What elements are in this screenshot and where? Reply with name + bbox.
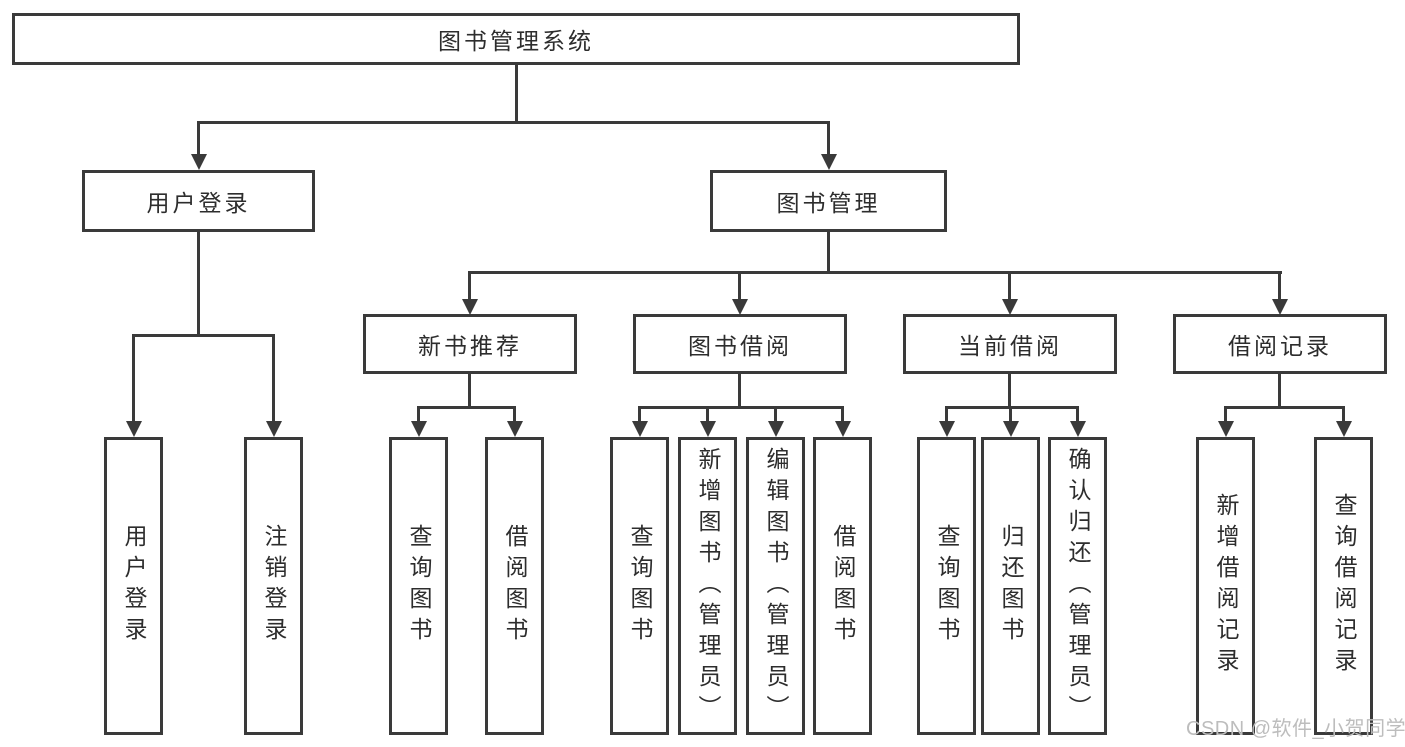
leaf-borrow-book-recommend: 借阅图书 xyxy=(485,437,544,735)
arrow-to-user-login xyxy=(197,121,200,154)
leaf-query-borrow-record-label: 查询借阅记录 xyxy=(1331,493,1357,679)
leaf-user-login-label: 用户登录 xyxy=(121,524,147,648)
node-user-login: 用户登录 xyxy=(82,170,315,232)
leaf-query-borrow-record: 查询借阅记录 xyxy=(1314,437,1373,735)
connector-new-book-recommend-stem xyxy=(468,373,471,409)
connector-user-login-hline xyxy=(132,334,275,337)
node-root: 图书管理系统 xyxy=(12,13,1020,65)
leaf-add-book-admin-label: 新增图书（管理员） xyxy=(695,446,721,726)
leaf-user-login: 用户登录 xyxy=(104,437,163,735)
arrow-to-leaf-user-login xyxy=(132,334,135,421)
connector-root-stem xyxy=(515,64,518,124)
node-user-login-label: 用户登录 xyxy=(146,190,251,216)
leaf-add-book-admin: 新增图书（管理员） xyxy=(678,437,737,735)
arrow-leaf xyxy=(417,406,420,421)
node-book-management: 图书管理 xyxy=(710,170,947,232)
connector-root-hline xyxy=(197,121,830,124)
node-current-borrow: 当前借阅 xyxy=(903,314,1117,374)
node-new-book-recommend: 新书推荐 xyxy=(363,314,577,374)
arrow-leaf xyxy=(638,406,641,421)
arrow-to-book-management xyxy=(827,121,830,154)
leaf-borrow-book-label: 借阅图书 xyxy=(830,524,856,648)
leaf-edit-book-admin: 编辑图书（管理员） xyxy=(746,437,805,735)
arrow-leaf xyxy=(1224,406,1227,421)
arrow-leaf xyxy=(1342,406,1345,421)
arrow-leaf xyxy=(774,406,777,421)
connector-book-borrow-hline xyxy=(638,406,843,409)
arrow-leaf xyxy=(841,406,844,421)
leaf-query-book-label: 查询图书 xyxy=(934,524,960,648)
csdn-watermark: CSDN @软件_小贺同学 xyxy=(1186,718,1405,740)
connector-borrow-record-stem xyxy=(1278,373,1281,409)
leaf-query-book-recommend: 查询图书 xyxy=(389,437,448,735)
arrow-to-borrow-record xyxy=(1278,271,1281,299)
connector-current-borrow-stem xyxy=(1008,373,1011,409)
leaf-borrow-book: 借阅图书 xyxy=(813,437,872,735)
connector-new-book-recommend-hline xyxy=(417,406,516,409)
leaf-query-book-borrow: 查询图书 xyxy=(610,437,669,735)
leaf-logout: 注销登录 xyxy=(244,437,303,735)
leaf-add-borrow-record: 新增借阅记录 xyxy=(1196,437,1255,735)
node-borrow-record-label: 借阅记录 xyxy=(1228,333,1332,359)
leaf-return-book-label: 归还图书 xyxy=(998,524,1024,648)
leaf-edit-book-admin-label: 编辑图书（管理员） xyxy=(763,446,789,726)
node-book-management-label: 图书管理 xyxy=(776,190,881,216)
leaf-query-book-label: 查询图书 xyxy=(627,524,653,648)
arrow-leaf xyxy=(1076,406,1079,421)
connector-current-borrow-hline xyxy=(945,406,1079,409)
node-book-borrow: 图书借阅 xyxy=(633,314,847,374)
leaf-confirm-return-admin: 确认归还（管理员） xyxy=(1048,437,1107,735)
leaf-return-book: 归还图书 xyxy=(981,437,1040,735)
arrow-leaf xyxy=(945,406,948,421)
leaf-add-borrow-record-label: 新增借阅记录 xyxy=(1213,493,1239,679)
connector-book-borrow-stem xyxy=(738,373,741,409)
connector-borrow-record-hline xyxy=(1224,406,1345,409)
arrow-leaf xyxy=(1009,406,1012,421)
node-borrow-record: 借阅记录 xyxy=(1173,314,1387,374)
arrow-leaf xyxy=(513,406,516,421)
leaf-query-book-label: 查询图书 xyxy=(406,524,432,648)
connector-book-management-stem xyxy=(827,231,830,274)
leaf-confirm-return-admin-label: 确认归还（管理员） xyxy=(1065,446,1091,726)
arrow-to-leaf-logout xyxy=(272,334,275,421)
node-current-borrow-label: 当前借阅 xyxy=(958,333,1062,359)
leaf-query-book-current: 查询图书 xyxy=(917,437,976,735)
leaf-borrow-book-label: 借阅图书 xyxy=(502,524,528,648)
arrow-leaf xyxy=(706,406,709,421)
leaf-logout-label: 注销登录 xyxy=(261,524,287,648)
connector-user-login-stem xyxy=(197,231,200,335)
arrow-to-current-borrow xyxy=(1008,271,1011,299)
arrow-to-new-book-recommend xyxy=(468,271,471,299)
node-new-book-recommend-label: 新书推荐 xyxy=(418,333,522,359)
node-root-label: 图书管理系统 xyxy=(438,28,594,54)
arrow-to-book-borrow xyxy=(738,271,741,299)
connector-book-management-hline xyxy=(468,271,1282,274)
node-book-borrow-label: 图书借阅 xyxy=(688,333,792,359)
